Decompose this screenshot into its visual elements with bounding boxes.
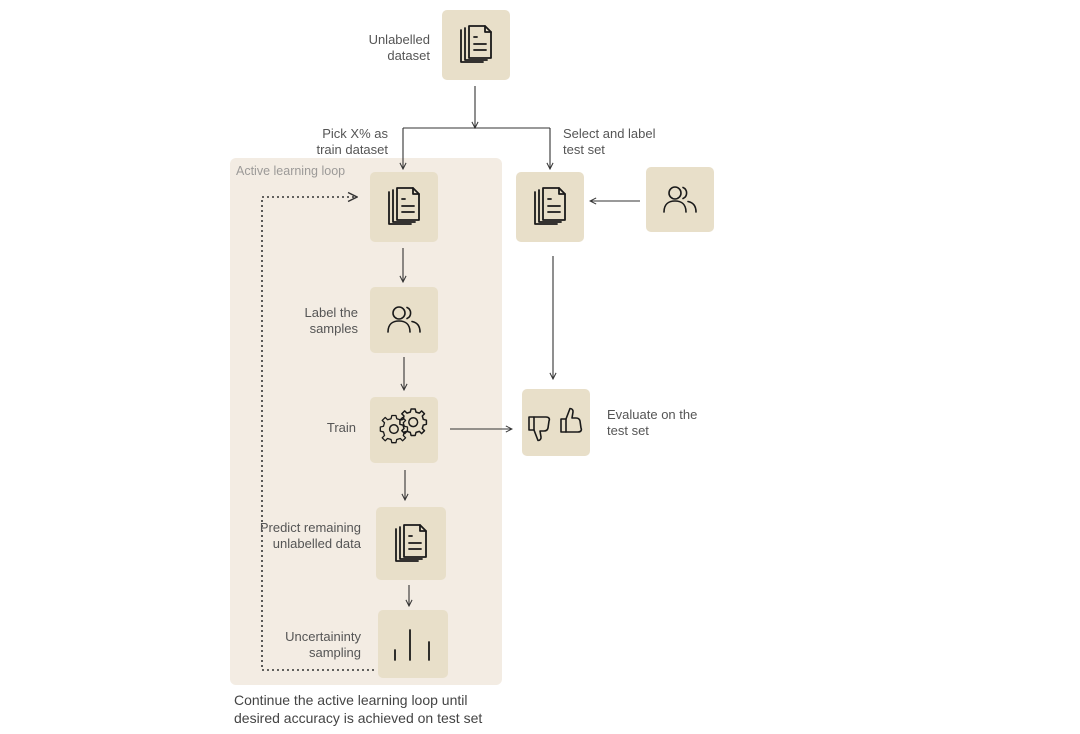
thumbs-up-down-icon [527,403,585,443]
unlabelled-dataset-node [442,10,510,80]
loop-panel-title: Active learning loop [236,164,346,178]
people-icon [386,304,422,336]
train-dataset-node [370,172,438,242]
document-stack-icon [530,186,570,228]
bar-lines-icon [391,624,435,664]
test-set-node [516,172,584,242]
document-stack-icon [456,24,496,66]
evaluate-label: Evaluate on the test set [607,407,698,438]
unlabelled-dataset-label: Unlabelled dataset [368,32,430,63]
predict-label: Predict remaining unlabelled data [259,520,361,551]
people-icon [662,184,698,216]
test-set-label: Select and label test set [563,126,656,157]
labelers-node [646,167,714,232]
predict-node [376,507,446,580]
label-samples-node [370,287,438,353]
document-stack-icon [391,523,431,565]
train-dataset-label: Pick X% as train dataset [316,126,388,157]
loop-caption: Continue the active learning loop until … [234,692,483,726]
gears-icon [378,407,430,453]
train-node [370,397,438,463]
uncertainty-node [378,610,448,678]
document-stack-icon [384,186,424,228]
train-label: Train [326,420,356,435]
label-samples-label: Label the samples [304,305,359,336]
uncertainty-label: Uncertaininty sampling [285,629,361,660]
loop-back-dotted-arrow [261,197,374,671]
active-learning-loop-panel [230,158,502,685]
evaluate-node [522,389,590,456]
